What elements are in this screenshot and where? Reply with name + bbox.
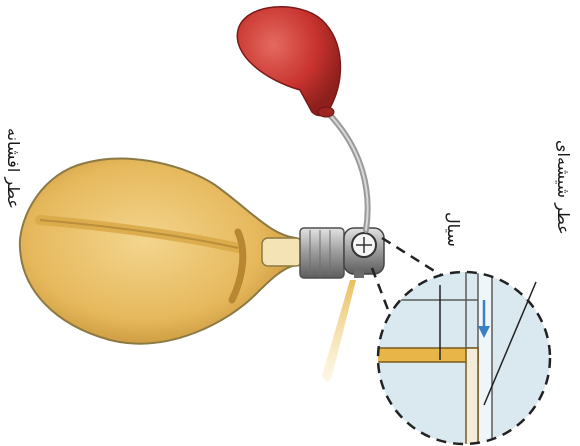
nozzle-head: [344, 228, 384, 278]
label-perfume-atomizer: عطر شیشه‌ای: [553, 140, 573, 235]
magnified-inset: [376, 270, 550, 446]
perfume-bottle: [20, 159, 302, 344]
label-liquid: سیال: [444, 212, 463, 247]
rubber-bulb: [237, 7, 340, 117]
metal-cap: [300, 228, 344, 278]
spray-mist: [322, 280, 356, 382]
label-atomizer: عطر افشانه: [3, 128, 23, 209]
